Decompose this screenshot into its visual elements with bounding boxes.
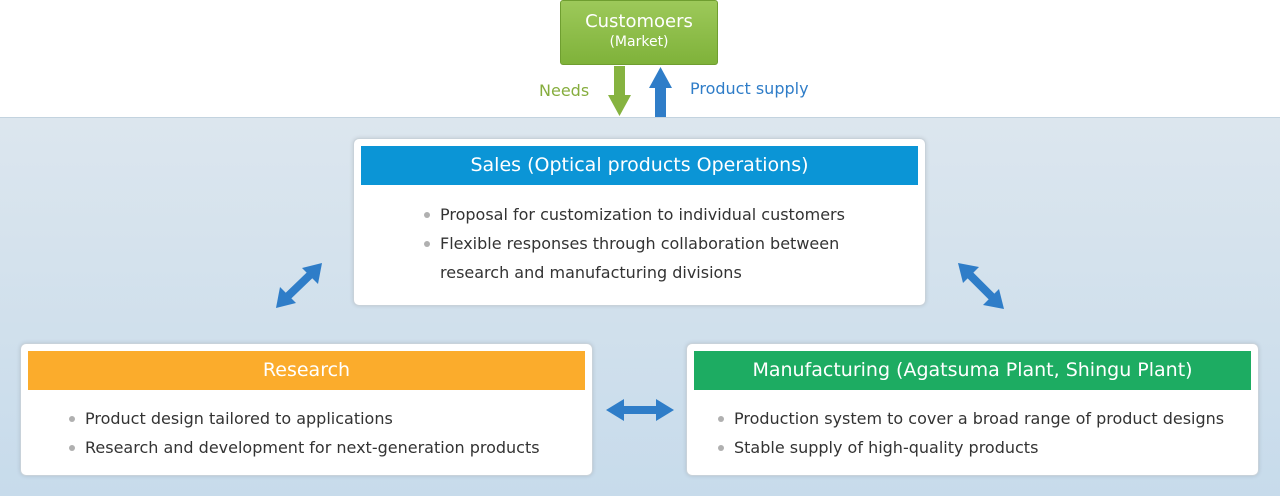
list-item: Flexible responses through collaboration… — [424, 229, 864, 287]
bullet-icon — [718, 416, 724, 422]
list-item-text: Proposal for customization to individual… — [440, 205, 845, 224]
manufacturing-header: Manufacturing (Agatsuma Plant, Shingu Pl… — [694, 351, 1251, 390]
list-item-text: Production system to cover a broad range… — [734, 409, 1225, 428]
list-item-text: Flexible responses through collaboration… — [440, 234, 840, 282]
bullet-icon — [69, 416, 75, 422]
bullet-icon — [424, 212, 430, 218]
needs-label: Needs — [539, 81, 590, 100]
research-list: Product design tailored to applications … — [69, 404, 569, 462]
customer-box: Customoers (Market) — [560, 0, 718, 65]
bullet-icon — [718, 445, 724, 451]
research-header: Research — [28, 351, 585, 390]
sales-box: Sales (Optical products Operations) Prop… — [353, 138, 926, 306]
bullet-icon — [69, 445, 75, 451]
list-item-text: Stable supply of high-quality products — [734, 438, 1039, 457]
list-item-text: Research and development for next-genera… — [85, 438, 540, 457]
list-item: Stable supply of high-quality products — [718, 433, 1248, 462]
sales-header: Sales (Optical products Operations) — [361, 146, 918, 185]
bullet-icon — [424, 241, 430, 247]
research-manufacturing-double-arrow-icon — [606, 399, 674, 421]
list-item: Product design tailored to applications — [69, 404, 569, 433]
product-supply-label: Product supply — [690, 79, 809, 98]
needs-arrow-icon — [608, 66, 631, 116]
manufacturing-box: Manufacturing (Agatsuma Plant, Shingu Pl… — [686, 343, 1259, 476]
sales-research-double-arrow-icon — [276, 263, 322, 308]
list-item: Research and development for next-genera… — [69, 433, 569, 462]
sales-manufacturing-double-arrow-icon — [958, 263, 1004, 309]
research-box: Research Product design tailored to appl… — [20, 343, 593, 476]
manufacturing-list: Production system to cover a broad range… — [718, 404, 1248, 462]
customer-subtitle: (Market) — [609, 34, 669, 50]
list-item-text: Product design tailored to applications — [85, 409, 393, 428]
supply-arrow-icon — [649, 67, 672, 117]
customer-title: Customoers — [585, 11, 693, 32]
list-item: Proposal for customization to individual… — [424, 200, 864, 229]
list-item: Production system to cover a broad range… — [718, 404, 1248, 433]
sales-list: Proposal for customization to individual… — [424, 200, 864, 287]
